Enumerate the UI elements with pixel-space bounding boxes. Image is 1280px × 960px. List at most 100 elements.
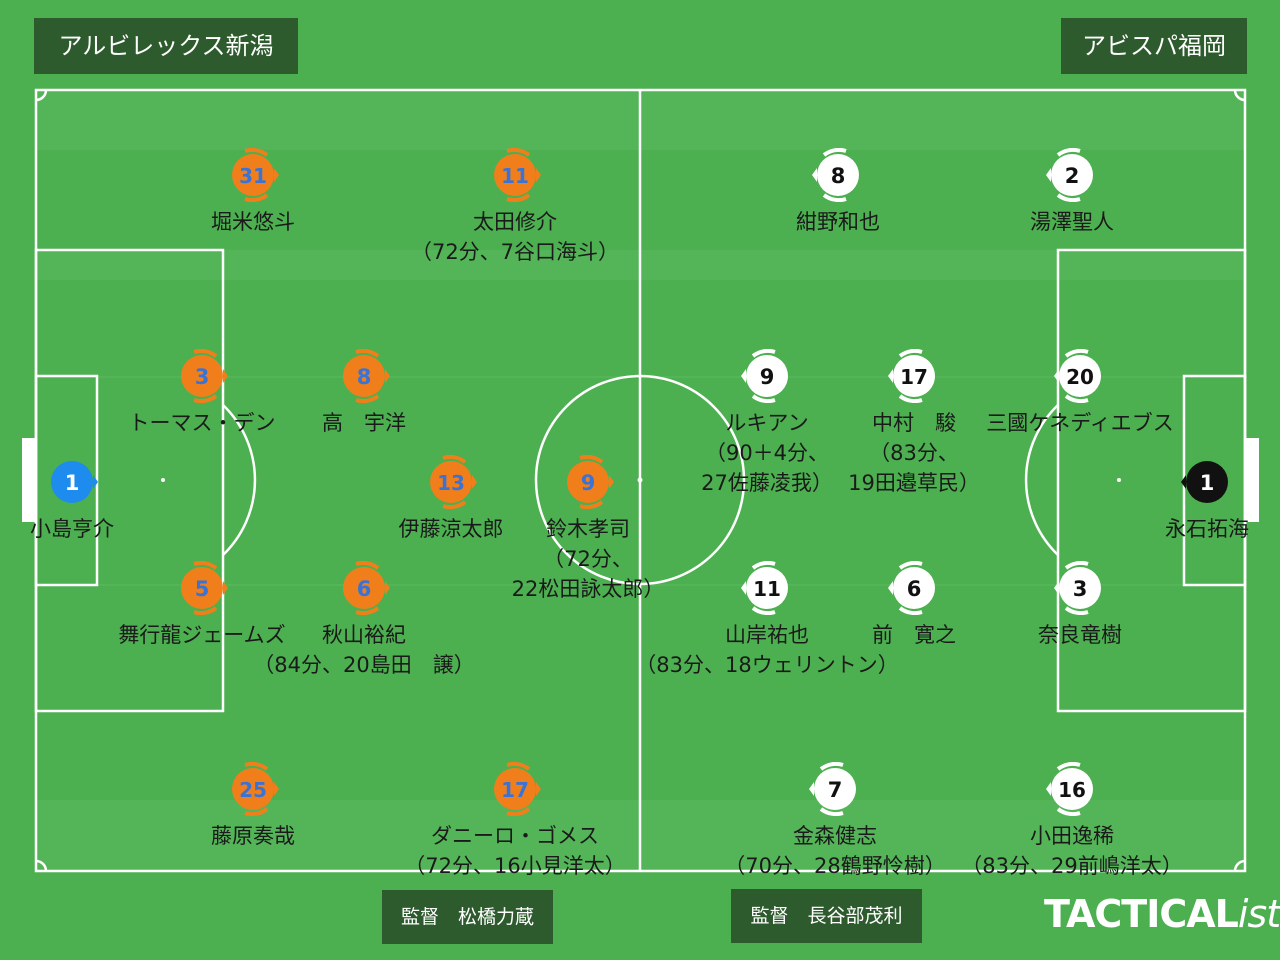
substitution-note: （84分、20島田 譲） (253, 653, 475, 677)
player-name-text: 奈良竜樹 (1038, 623, 1122, 647)
player-name: 三國ケネディエブス (920, 408, 1240, 438)
player-marker-icon: 20 (1053, 348, 1107, 404)
player-name-text: ルキアン (725, 411, 809, 435)
player-name-text: 秋山裕紀 (322, 623, 406, 647)
brand-light: ista (1237, 892, 1280, 936)
player-name-text: 金森健志 (793, 824, 877, 848)
player-name: 奈良竜樹 (920, 620, 1240, 650)
substitution-note: （70分、28鶴野怜樹） (724, 854, 946, 878)
home-coach: 監督 松橋力蔵 (382, 890, 553, 944)
svg-text:13: 13 (437, 471, 465, 495)
player-name: 伊藤涼太郎 (291, 514, 611, 544)
player-name: 前 寛之 (754, 620, 1074, 650)
player-name: 紺野和也 (678, 207, 998, 237)
substitution-note: （83分、29前嶋洋太） (961, 854, 1183, 878)
player-name-text: 太田修介 (473, 210, 557, 234)
svg-text:5: 5 (195, 577, 210, 601)
player-marker-icon: 1 (1180, 455, 1234, 509)
player-marker-icon: 6 (337, 560, 391, 616)
player-name: 小田逸稀 （83分、29前嶋洋太） (912, 821, 1232, 881)
player-marker-icon: 9 (740, 348, 794, 404)
substitution-note: 19田邉草民） (848, 471, 980, 495)
player-name: 高 宇洋 (204, 408, 524, 438)
player-name-text: 山岸祐也 (725, 623, 809, 647)
player-marker-icon: 3 (1053, 560, 1107, 616)
brand-bold: TACTICAL (1044, 892, 1239, 936)
player-marker-icon: 9 (561, 454, 615, 510)
player-marker-icon: 5 (175, 560, 229, 616)
player-marker-icon: 17 (488, 761, 542, 817)
home-team-name: アルビレックス新潟 (34, 18, 298, 74)
player-name: 藤原奏哉 (93, 821, 413, 851)
player-name: 舞行龍ジェームズ (42, 620, 362, 650)
substitution-note: （72分、16小見洋太） (404, 854, 626, 878)
player-name-text: 堀米悠斗 (211, 210, 295, 234)
player-name: 鈴木孝司 （72分、 22松田詠太郎） (428, 514, 748, 604)
brand-logo: TACTICALista (1044, 892, 1280, 936)
svg-text:6: 6 (357, 577, 372, 601)
svg-text:9: 9 (760, 365, 775, 389)
player-name-text: 中村 駿 (872, 411, 956, 435)
svg-text:20: 20 (1066, 365, 1094, 389)
player-marker-icon: 25 (226, 761, 280, 817)
player-marker-icon: 1 (45, 455, 99, 509)
player-name-text: 三國ケネディエブス (986, 411, 1174, 435)
svg-text:1: 1 (1200, 471, 1215, 495)
player-marker-icon: 11 (488, 147, 542, 203)
svg-text:2: 2 (1065, 164, 1080, 188)
svg-text:25: 25 (239, 778, 267, 802)
substitution-note: （72分、7谷口海斗） (410, 240, 620, 264)
svg-text:1: 1 (65, 471, 80, 495)
svg-text:17: 17 (900, 365, 928, 389)
player-marker-icon: 8 (337, 348, 391, 404)
player-marker-icon: 8 (811, 147, 865, 203)
svg-text:7: 7 (828, 778, 843, 802)
player-marker-icon: 13 (424, 454, 478, 510)
player-name: 堀米悠斗 (93, 207, 413, 237)
player-name-text: 舞行龍ジェームズ (118, 623, 286, 647)
player-name: 小島亨介 (0, 514, 232, 544)
svg-text:8: 8 (357, 365, 372, 389)
player-marker-icon: 2 (1045, 147, 1099, 203)
player-name-text: 前 寛之 (872, 623, 956, 647)
player-marker-icon: 6 (887, 560, 941, 616)
svg-text:8: 8 (831, 164, 846, 188)
svg-text:9: 9 (581, 471, 596, 495)
substitution-note: 27佐藤凌我） (701, 471, 833, 495)
player-name: トーマス・デン (42, 408, 362, 438)
player-name-text: 小島亨介 (30, 517, 114, 541)
player-marker-icon: 7 (808, 761, 862, 817)
away-coach: 監督 長谷部茂利 (731, 889, 922, 943)
player-name-text: 鈴木孝司 (546, 517, 630, 541)
player-name-text: 高 宇洋 (322, 411, 406, 435)
away-team-name: アビスパ福岡 (1061, 18, 1247, 74)
player-name-text: 藤原奏哉 (211, 824, 295, 848)
player-marker-icon: 31 (226, 147, 280, 203)
player-name: ダニーロ・ゴメス （72分、16小見洋太） (355, 821, 675, 881)
svg-text:11: 11 (753, 577, 781, 601)
player-name-text: 湯澤聖人 (1030, 210, 1114, 234)
svg-text:6: 6 (907, 577, 922, 601)
player-name: 金森健志 （70分、28鶴野怜樹） (675, 821, 995, 881)
svg-text:31: 31 (239, 164, 267, 188)
player-name-text: 紺野和也 (796, 210, 880, 234)
player-marker-icon: 17 (887, 348, 941, 404)
svg-text:11: 11 (501, 164, 529, 188)
player-name-text: トーマス・デン (128, 411, 276, 435)
player-name: 太田修介 （72分、7谷口海斗） (355, 207, 675, 267)
player-marker-icon: 11 (740, 560, 794, 616)
substitution-note: （72分、 (543, 547, 633, 571)
player-name-text: 永石拓海 (1165, 517, 1249, 541)
svg-text:17: 17 (501, 778, 529, 802)
svg-text:3: 3 (1073, 577, 1088, 601)
player-marker-icon: 3 (175, 348, 229, 404)
player-name-text: ダニーロ・ゴメス (431, 824, 599, 848)
substitution-note: 22松田詠太郎） (511, 577, 665, 601)
substitution-note: （90＋4分、 (704, 441, 830, 465)
player-marker-icon: 16 (1045, 761, 1099, 817)
substitution-note: （83分、 (869, 441, 959, 465)
player-name: 永石拓海 (1047, 514, 1280, 544)
player-name: 秋山裕紀 （84分、20島田 譲） (204, 620, 524, 680)
player-name: 湯澤聖人 (912, 207, 1232, 237)
player-name-text: 小田逸稀 (1030, 824, 1114, 848)
